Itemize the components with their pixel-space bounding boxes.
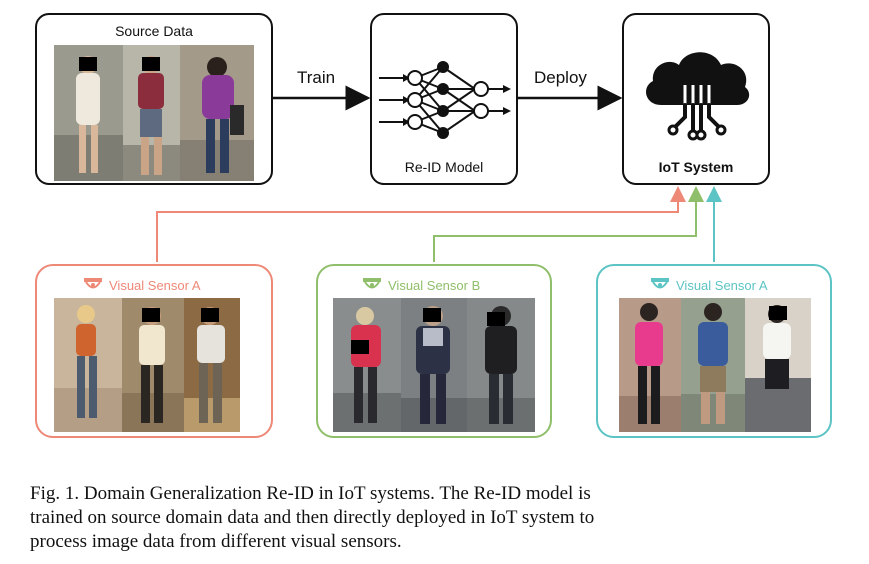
sensor-c-header: Visual Sensor A: [650, 277, 768, 294]
sensor-c-person-image-2: [681, 298, 745, 432]
caption-line-1: Fig. 1. Domain Generalization Re-ID in I…: [30, 483, 591, 504]
caption-line-2: trained on source domain data and then d…: [30, 507, 595, 528]
sensor-box-a: Visual Sensor A: [35, 264, 273, 438]
source-person-image-1: [54, 45, 123, 181]
source-data-box: Source Data: [35, 13, 273, 185]
sensor-a-person-image-1: [54, 298, 122, 432]
source-person-image-3: [180, 45, 254, 181]
sensor-a-person-image-2: [122, 298, 184, 432]
cloud-iot-icon: [639, 43, 753, 143]
surveillance-camera-icon: [650, 277, 670, 294]
iot-system-title: IoT System: [658, 159, 734, 175]
sensor-b-title: Visual Sensor B: [388, 278, 481, 293]
sensor-c-person-image-1: [619, 298, 681, 432]
surveillance-camera-icon: [83, 277, 103, 294]
sensor-b-header: Visual Sensor B: [362, 277, 480, 294]
connectors: [156, 85, 722, 262]
figure-caption: Fig. 1. Domain Generalization Re-ID in I…: [30, 482, 830, 554]
reid-model-title: Re-ID Model: [404, 159, 484, 175]
sensor-a-link: [156, 186, 686, 262]
sensor-box-c: Visual Sensor A: [596, 264, 832, 438]
sensor-b-person-image-2: [401, 298, 467, 432]
sensor-b-person-image-3: [467, 298, 535, 432]
neural-network-icon: [377, 53, 513, 143]
sensor-a-header: Visual Sensor A: [83, 277, 201, 294]
sensor-a-person-image-3: [184, 298, 240, 432]
sensor-b-link: [433, 186, 704, 262]
caption-line-3: process image data from different visual…: [30, 531, 402, 552]
sensor-b-person-image-1: [333, 298, 401, 432]
source-person-image-2: [123, 45, 180, 181]
deploy-label: Deploy: [534, 68, 587, 87]
sensor-c-person-image-3: [745, 298, 811, 432]
reid-model-box: Re-ID Model: [370, 13, 518, 185]
sensor-box-b: Visual Sensor B: [316, 264, 552, 438]
sensor-c-title: Visual Sensor A: [676, 278, 768, 293]
source-data-title: Source Data: [115, 23, 193, 39]
iot-system-box: IoT System: [622, 13, 770, 185]
surveillance-camera-icon: [362, 277, 382, 294]
sensor-a-title: Visual Sensor A: [109, 278, 201, 293]
train-label: Train: [297, 68, 336, 87]
